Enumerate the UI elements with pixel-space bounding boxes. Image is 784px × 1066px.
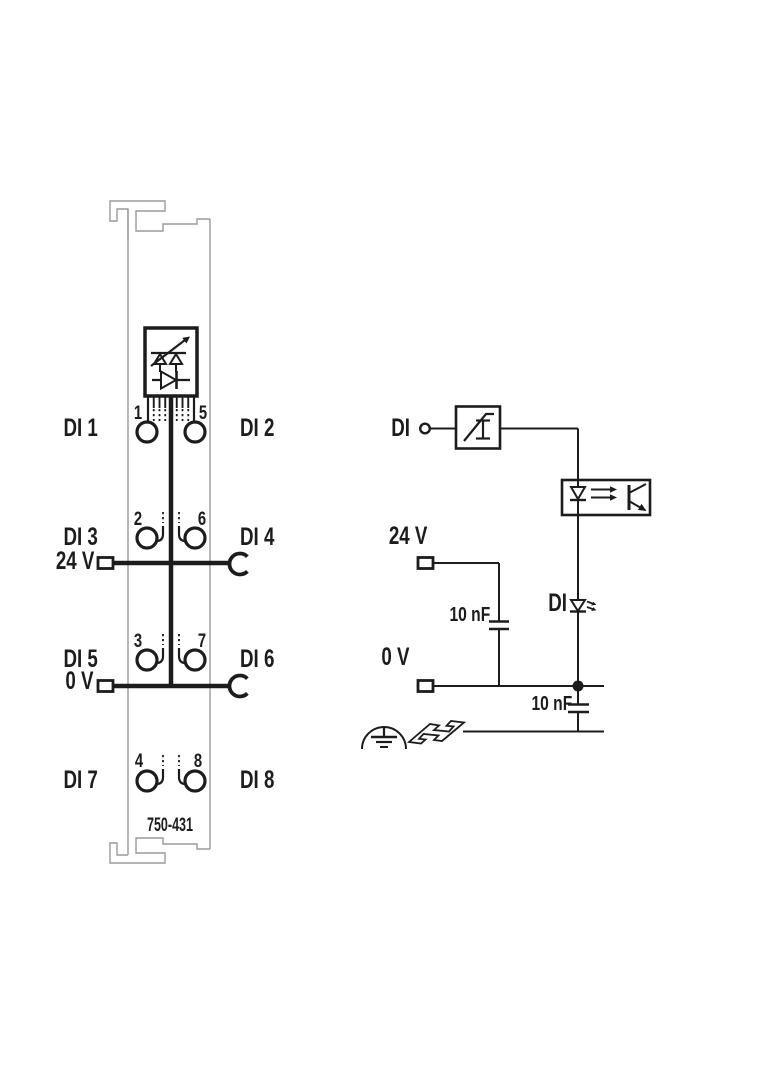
- terminal-hooks: [156, 526, 186, 786]
- channel-label-di5: DI 5: [63, 645, 98, 673]
- terminal-number-5: 5: [198, 403, 208, 424]
- status-led-icon: [150, 336, 190, 372]
- terminal-number-8: 8: [193, 751, 203, 772]
- terminal-number-1: 1: [133, 403, 143, 424]
- channel-label-di4: DI 4: [240, 523, 275, 551]
- power-jumper-contact-0v: [227, 673, 249, 699]
- module-0v-label: 0 V: [65, 667, 94, 695]
- terminal-8: [183, 769, 207, 793]
- input-filter-box: [454, 405, 502, 450]
- channel-label-di1: DI 1: [63, 414, 98, 442]
- phototransistor-icon: [627, 483, 647, 511]
- status-led-di-label: DI: [548, 589, 567, 617]
- module-internals: [96, 326, 249, 793]
- terminal-6: [183, 526, 207, 550]
- terminal-number-4: 4: [134, 751, 144, 772]
- led-box-pins: [146, 396, 196, 423]
- schematic-0v-square: [416, 679, 435, 693]
- schematic-di-input-label: DI: [391, 414, 410, 442]
- housing-bottom-profile: [109, 837, 210, 864]
- di-input-terminal: [419, 422, 432, 435]
- housing-top-profile: [109, 200, 210, 239]
- module-housing: [109, 200, 211, 864]
- part-number: 750-431: [146, 815, 194, 836]
- terminal-number-6: 6: [197, 509, 207, 530]
- diode-icon: [152, 369, 190, 391]
- terminal-number-2: 2: [133, 509, 143, 530]
- filter-cap-label: 10 nF: [449, 604, 490, 626]
- status-led-di-icon: [569, 599, 597, 613]
- input-filter-icon: [463, 412, 494, 442]
- schematic-24v-label: 24 V: [388, 522, 427, 550]
- terminal-2: [135, 526, 159, 550]
- channel-label-di8: DI 8: [240, 766, 275, 794]
- ground-cap-label: 10 nF: [531, 693, 572, 715]
- led-box-dotted-contacts: [152, 409, 190, 421]
- terminal-number-7: 7: [197, 631, 207, 652]
- terminal-24v-square: [96, 556, 115, 570]
- power-jumper-contact-24v: [227, 551, 249, 577]
- functional-earth-icon: [361, 726, 407, 750]
- input-schematic: [361, 405, 652, 750]
- channel-label-di2: DI 2: [240, 414, 275, 442]
- terminal-3: [135, 648, 159, 672]
- filter-capacitor-icon: [489, 620, 509, 631]
- terminal-7: [183, 648, 207, 672]
- schematic-24v-square: [416, 556, 435, 570]
- module-24v-label: 24 V: [55, 547, 94, 575]
- channel-label-di7: DI 7: [63, 766, 98, 794]
- optocoupler-led-icon: [569, 481, 587, 514]
- terminal-circles: [135, 420, 207, 793]
- terminal-4: [135, 769, 159, 793]
- terminal-1: [135, 420, 159, 444]
- terminal-0v-square: [96, 679, 115, 693]
- terminal-number-3: 3: [133, 631, 143, 652]
- terminal-5: [183, 420, 207, 444]
- terminal-dotted-contacts: [162, 512, 180, 766]
- channel-label-di3: DI 3: [63, 523, 98, 551]
- din-rail-icon: [406, 720, 467, 745]
- ground-capacitor-icon: [568, 703, 589, 732]
- schematic-0v-label: 0 V: [381, 643, 410, 671]
- channel-label-di6: DI 6: [240, 645, 275, 673]
- optocoupler-light-arrows: [591, 486, 617, 501]
